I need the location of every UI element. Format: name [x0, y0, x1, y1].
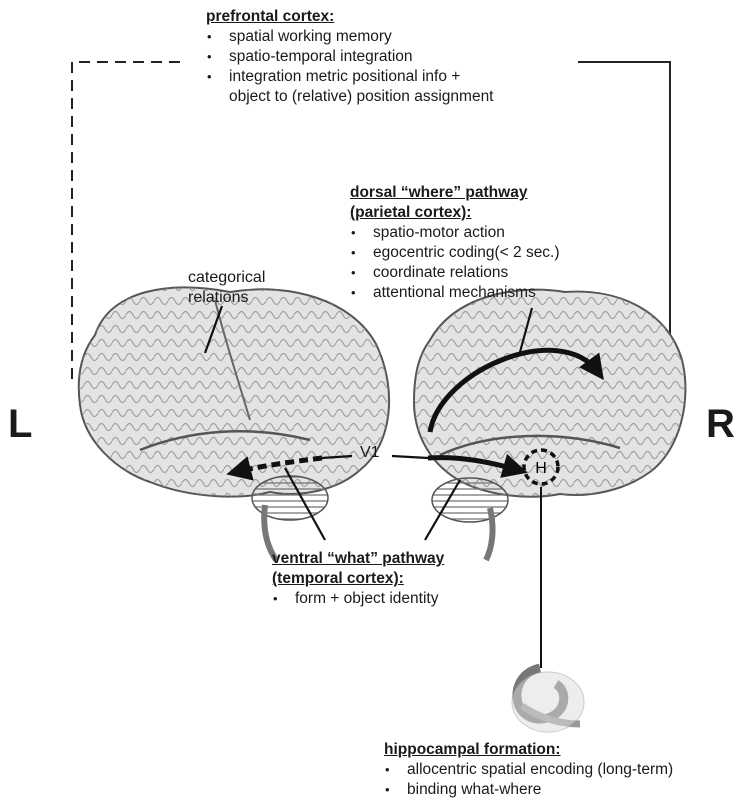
right-hemisphere-label: R — [706, 402, 735, 447]
list-item: spatio-motor action — [347, 223, 560, 243]
right-brain-illustration — [414, 290, 685, 560]
list-item: object to (relative) position assignment — [203, 87, 494, 107]
list-item: coordinate relations — [347, 263, 560, 283]
dorsal-pathway-list: spatio-motor action egocentric coding(< … — [347, 223, 560, 303]
categorical-relations-label: categorical relations — [188, 268, 265, 308]
list-item: integration metric positional info + — [203, 67, 494, 87]
v1-label: V1 — [360, 443, 380, 463]
prefrontal-cortex-title: prefrontal cortex: — [206, 7, 494, 27]
ventral-pathway-title-line1: ventral “what” pathway — [272, 549, 444, 569]
hippocampal-formation-title: hippocampal formation: — [384, 740, 673, 760]
list-item: allocentric spatial encoding (long-term) — [381, 760, 673, 780]
list-item: attentional mechanisms — [347, 283, 560, 303]
ventral-pathway-list: form + object identity — [269, 589, 444, 609]
hippocampus-marker-label: H — [535, 460, 547, 477]
list-item: form + object identity — [269, 589, 444, 609]
list-item: spatio-temporal integration — [203, 47, 494, 67]
list-item: spatial working memory — [203, 27, 494, 47]
ventral-pathway-block: ventral “what” pathway (temporal cortex)… — [272, 549, 444, 609]
hippocampal-formation-block: hippocampal formation: allocentric spati… — [384, 740, 673, 800]
categorical-label-line1: categorical — [188, 268, 265, 288]
ventral-pathway-title-line2: (temporal cortex): — [272, 569, 444, 589]
prefrontal-cortex-block: prefrontal cortex: spatial working memor… — [206, 7, 494, 107]
v1-right-pointer-line — [392, 456, 428, 458]
prefrontal-cortex-list: spatial working memory spatio-temporal i… — [203, 27, 494, 107]
dorsal-pathway-block: dorsal “where” pathway (parietal cortex)… — [350, 183, 560, 303]
list-item: egocentric coding(< 2 sec.) — [347, 243, 560, 263]
categorical-label-line2: relations — [188, 288, 265, 308]
left-hemisphere-label: L — [8, 402, 32, 447]
dorsal-pathway-title-line2: (parietal cortex): — [350, 203, 560, 223]
dorsal-pathway-title-line1: dorsal “where” pathway — [350, 183, 560, 203]
hippocampus-illustration — [512, 668, 584, 732]
left-brain-illustration — [79, 287, 389, 560]
list-item: binding what-where — [381, 780, 673, 800]
hippocampal-formation-list: allocentric spatial encoding (long-term)… — [381, 760, 673, 800]
